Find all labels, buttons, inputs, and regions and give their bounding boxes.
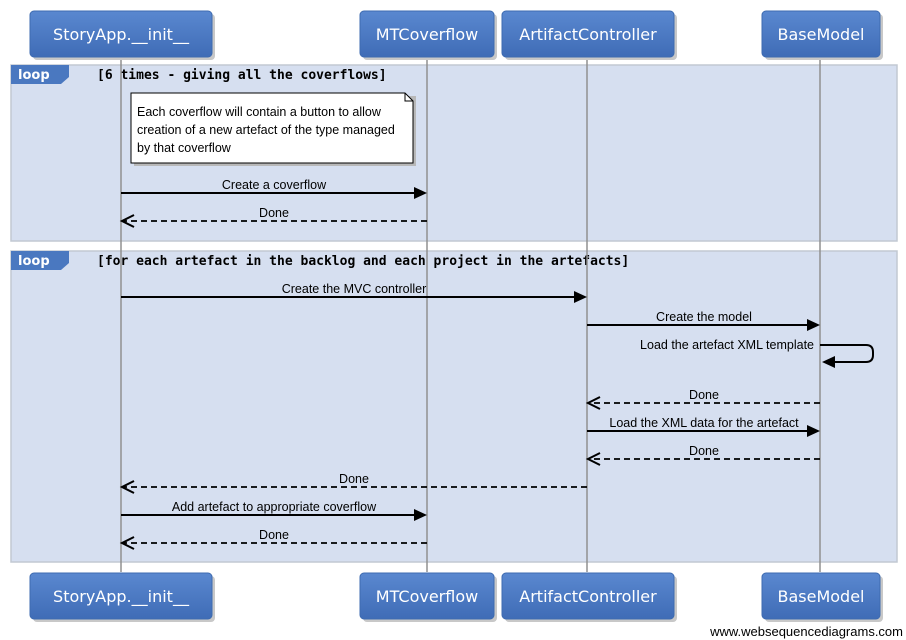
participant-top-artifactcontroller: ArtifactController <box>501 10 677 60</box>
message-load-xml-data: Load the XML data for the artefact <box>587 416 820 437</box>
message-add-artefact: Add artefact to appropriate coverflow <box>121 500 427 521</box>
message-label: Done <box>339 472 369 486</box>
participant-label: StoryApp.__init__ <box>53 25 190 45</box>
participant-bottom-mtcoverflow: MTCoverflow <box>359 572 497 622</box>
loop-tab-2 <box>11 251 69 270</box>
arrowhead-filled <box>414 187 427 199</box>
participant-label: BaseModel <box>778 587 865 606</box>
message-create-model: Create the model <box>587 310 820 331</box>
arrowhead-filled <box>807 425 820 437</box>
message-label: Done <box>259 528 289 542</box>
participant-bottom-artifactcontroller: ArtifactController <box>501 572 677 622</box>
loop-label-2: loop <box>18 254 50 269</box>
message-label: Load the artefact XML template <box>640 338 814 352</box>
loop-condition-1: [6 times - giving all the coverflows] <box>97 68 387 83</box>
message-label: Create the model <box>656 310 752 324</box>
participant-label: ArtifactController <box>519 587 657 606</box>
note-line-2: creation of a new artefact of the type m… <box>137 123 395 137</box>
loop-condition-2: [for each artefact in the backlog and ea… <box>97 254 629 269</box>
loop-tab-1 <box>11 65 69 84</box>
arrowhead-open <box>119 480 135 494</box>
message-done-4: Done <box>119 472 587 494</box>
participant-top-mtcoverflow: MTCoverflow <box>359 10 497 60</box>
message-label: Done <box>689 388 719 402</box>
arrowhead-filled <box>414 509 427 521</box>
message-label: Add artefact to appropriate coverflow <box>172 500 377 514</box>
message-done-5: Done <box>119 528 427 550</box>
arrowhead-filled <box>822 356 835 368</box>
message-done-3: Done <box>585 444 820 466</box>
participant-label: ArtifactController <box>519 25 657 44</box>
participant-bottom-storyapp: StoryApp.__init__ <box>29 572 215 622</box>
message-done-1: Done <box>119 206 427 228</box>
arrowhead-open <box>119 536 135 550</box>
loop-label-1: loop <box>18 68 50 83</box>
arrowhead-open <box>119 214 135 228</box>
participant-label: BaseModel <box>778 25 865 44</box>
message-label: Load the XML data for the artefact <box>609 416 799 430</box>
arrowhead-open <box>585 452 601 466</box>
message-label: Done <box>689 444 719 458</box>
arrowhead-open <box>585 396 601 410</box>
loop-frame-2: loop [for each artefact in the backlog a… <box>10 250 898 563</box>
message-create-mvc-controller: Create the MVC controller <box>121 282 587 303</box>
participant-bottom-basemodel: BaseModel <box>761 572 883 622</box>
watermark[interactable]: www.websequencediagrams.com <box>709 624 903 639</box>
note-line-1: Each coverflow will contain a button to … <box>137 105 382 119</box>
message-label: Create the MVC controller <box>282 282 427 296</box>
participant-label: MTCoverflow <box>376 25 478 44</box>
note-line-3: by that coverflow <box>137 141 232 155</box>
participant-label: StoryApp.__init__ <box>53 587 190 607</box>
message-load-template: Load the artefact XML template <box>640 338 874 368</box>
participant-top-storyapp: StoryApp.__init__ <box>29 10 215 60</box>
message-done-2: Done <box>585 388 820 410</box>
arrowhead-filled <box>807 319 820 331</box>
message-label: Done <box>259 206 289 220</box>
note: Each coverflow will contain a button to … <box>130 92 416 166</box>
arrowhead-filled <box>574 291 587 303</box>
message-create-coverflow: Create a coverflow <box>121 178 427 199</box>
participant-top-basemodel: BaseModel <box>761 10 883 60</box>
message-label: Create a coverflow <box>222 178 327 192</box>
participant-label: MTCoverflow <box>376 587 478 606</box>
